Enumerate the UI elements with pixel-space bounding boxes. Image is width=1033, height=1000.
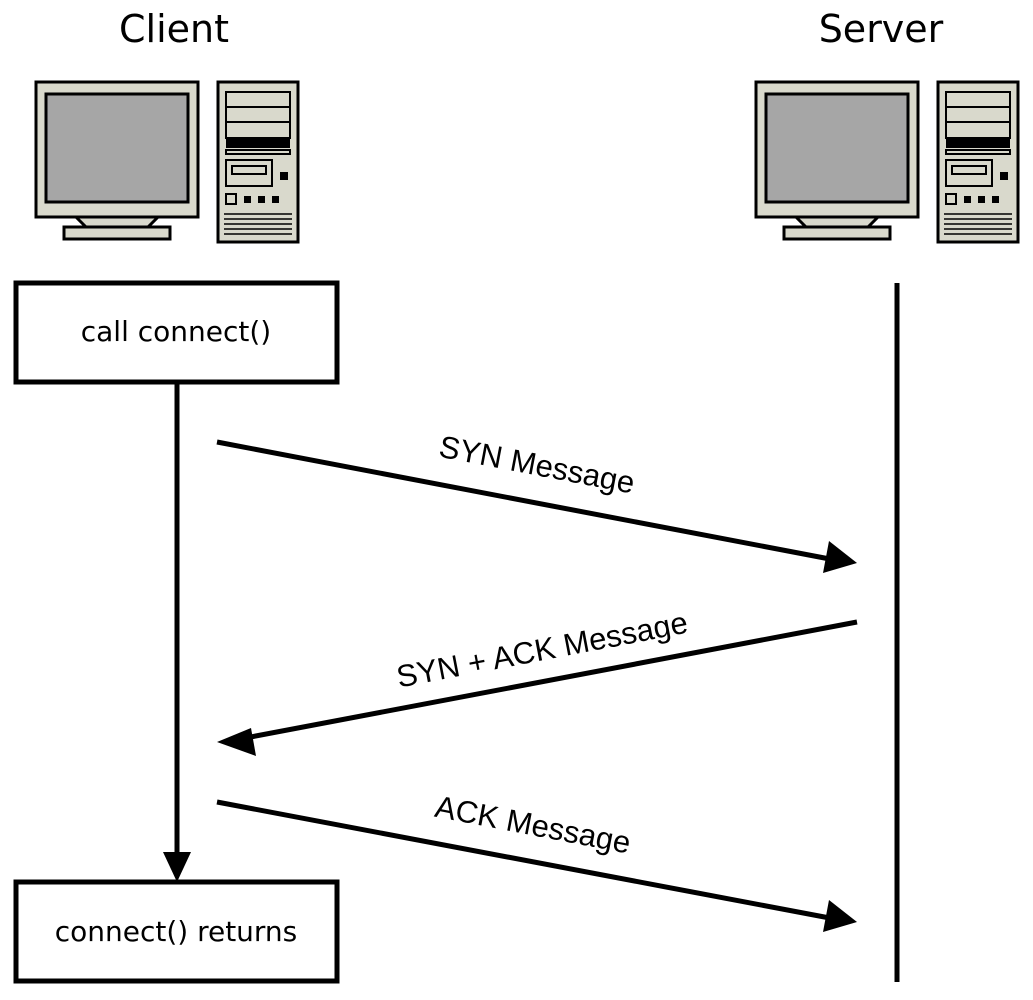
client-computer-icon — [34, 80, 300, 244]
connect-returns-label: connect() returns — [55, 915, 298, 948]
syn-ack-message-arrow: SYN + ACK Message — [217, 605, 858, 756]
client-timeline-arrowhead — [163, 852, 191, 882]
client-title: Client — [119, 7, 229, 51]
call-connect-label: call connect() — [81, 315, 271, 348]
server-title: Server — [819, 7, 944, 51]
connect-returns-box: connect() returns — [13, 879, 340, 984]
server-computer-icon — [754, 80, 1020, 244]
syn-message-arrow: SYN Message — [216, 429, 857, 573]
call-connect-box: call connect() — [13, 280, 340, 385]
